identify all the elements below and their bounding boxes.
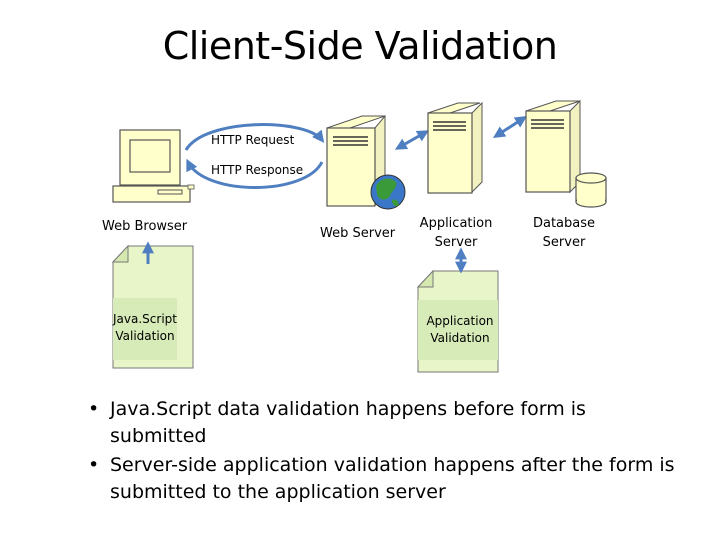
http-request-arrow <box>184 123 325 151</box>
application-server-label: Application Server <box>410 214 502 252</box>
webserver-appserver-arrow <box>394 130 430 150</box>
application-validation-document-icon <box>416 269 499 373</box>
database-cylinder-icon <box>575 172 607 208</box>
bullet-icon: • <box>88 398 100 420</box>
javascript-validation-line1: Java.Script <box>113 312 177 326</box>
globe-icon <box>370 174 406 210</box>
computer-icon <box>112 129 195 203</box>
application-server-label-line2: Server <box>434 235 478 250</box>
web-browser-label: Web Browser <box>102 219 188 234</box>
bullet-icon: • <box>88 454 100 476</box>
database-server-icon <box>525 99 581 194</box>
bullet-list: • Java.Script data validation happens be… <box>88 396 688 508</box>
database-server-label-line1: Database <box>532 216 596 231</box>
javascript-validation-document-icon <box>111 244 194 369</box>
bullet-text: Java.Script data validation happens befo… <box>110 398 586 447</box>
javascript-validation-label: Java.Script Validation <box>113 311 177 345</box>
bullet-item: • Server-side application validation hap… <box>88 452 688 506</box>
application-validation-line2: Validation <box>430 331 490 345</box>
bullet-item: • Java.Script data validation happens be… <box>88 396 688 450</box>
application-server-label-line1: Application <box>419 216 493 231</box>
http-response-arrow <box>186 158 324 189</box>
web-server-icon <box>326 114 386 207</box>
database-server-label: Database Server <box>518 214 610 252</box>
http-request-label: HTTP Request <box>211 133 295 147</box>
http-response-label: HTTP Response <box>211 163 304 177</box>
architecture-diagram <box>111 99 607 373</box>
database-server-label-line2: Server <box>542 235 586 250</box>
web-server-label: Web Server <box>320 226 396 241</box>
application-validation-label: Application Validation <box>418 313 502 347</box>
slide-title: Client-Side Validation <box>162 24 558 68</box>
javascript-validation-line2: Validation <box>115 329 175 343</box>
bullet-text: Server-side application validation happe… <box>110 454 675 503</box>
appserver-dbserver-arrow <box>492 116 528 138</box>
application-server-icon <box>427 101 483 194</box>
application-validation-line1: Application <box>426 314 494 328</box>
